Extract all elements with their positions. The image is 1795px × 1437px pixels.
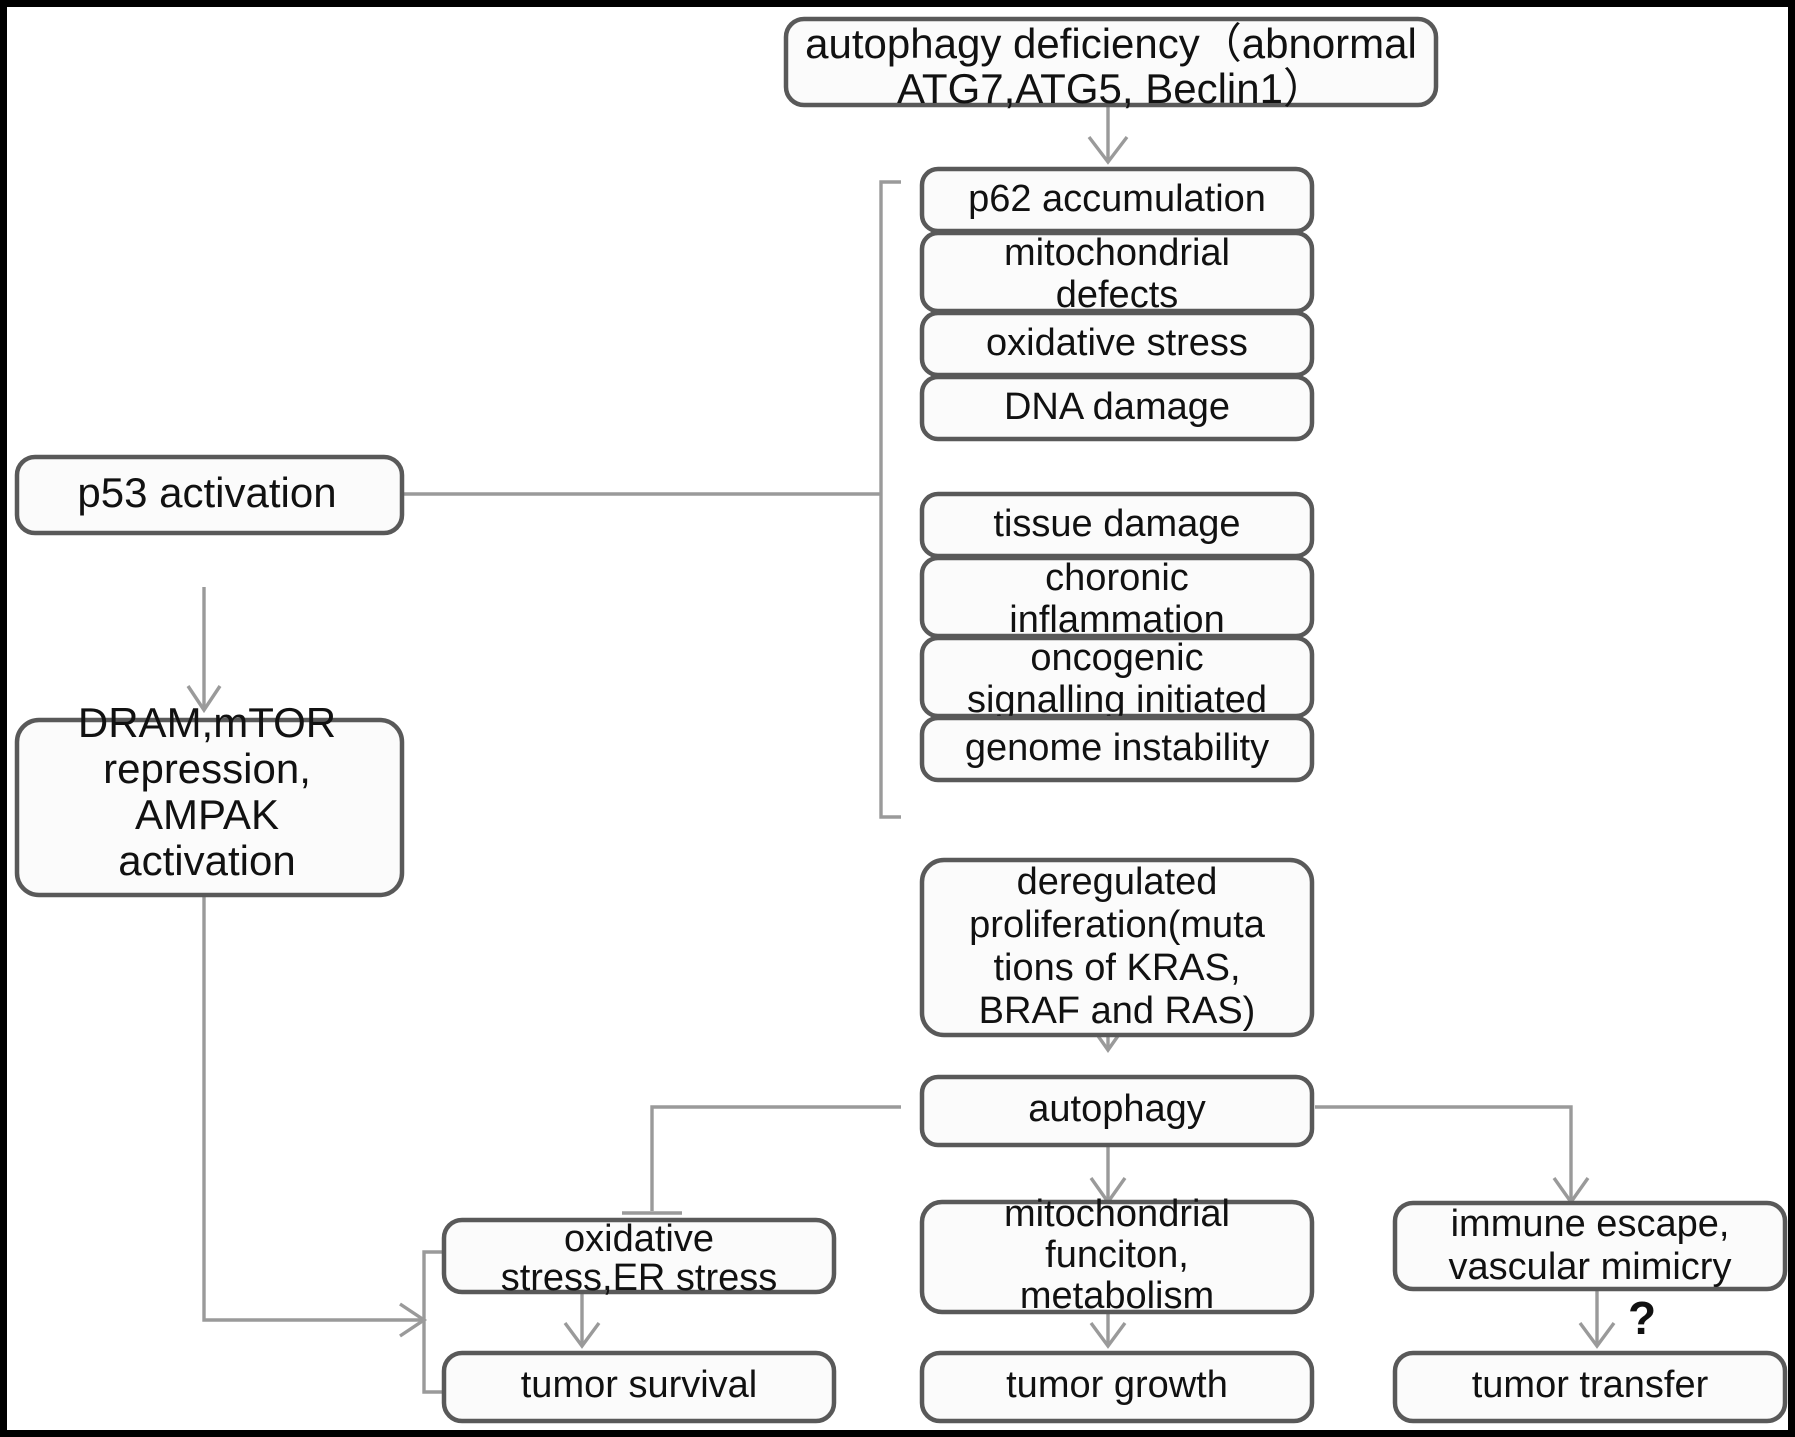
edge-deficiency-to-p62 (1087, 104, 1129, 165)
node-genome-instability-box[interactable] (919, 715, 1315, 783)
node-mitochondrial-defects-line-2: defects (1056, 274, 1179, 316)
node-genome-instability[interactable]: genome instability (919, 715, 1315, 783)
node-deregulated-proliferation-box[interactable] (919, 857, 1315, 1038)
node-autophagy-label: autophagy (1028, 1088, 1206, 1130)
edge-column-bracket-to-p53 (355, 180, 901, 819)
edge-dram-to-survival-bracket (202, 877, 428, 1338)
node-tissue-damage[interactable]: tissue damage (919, 491, 1315, 559)
edge-mitochondrial-to-tumor-growth (1089, 1310, 1127, 1349)
node-tissue-damage-label: tissue damage (993, 503, 1240, 545)
node-autophagy-deficiency-line-2: ATG7,ATG5, Beclin1） (897, 65, 1325, 112)
node-mitochondrial-function-line-3: metabolism (1020, 1275, 1214, 1317)
node-immune-escape-line-2: vascular mimicry (1449, 1246, 1732, 1288)
node-p62-accumulation[interactable]: p62 accumulation (919, 166, 1315, 234)
node-tumor-transfer[interactable]: tumor transfer (1392, 1350, 1788, 1424)
node-oxidative-er-stress[interactable]: oxidative stress,ER stress (441, 1217, 837, 1299)
pathway-flowchart: autophagy deficiency（abnormal ATG7,ATG5,… (14, 16, 1788, 1424)
node-oncogenic-signalling-line-2: signalling initiated (967, 679, 1267, 721)
node-dram-mtor[interactable]: DRAM,mTOR repression, AMPAK activation (14, 699, 405, 898)
node-tumor-transfer-box[interactable] (1392, 1350, 1788, 1424)
node-oxidative-er-stress-box[interactable] (441, 1217, 837, 1295)
node-dna-damage-label: DNA damage (1004, 386, 1230, 428)
node-oxidative-stress[interactable]: oxidative stress (919, 310, 1315, 378)
edge-p53-to-dram (186, 587, 222, 714)
node-dna-damage[interactable]: DNA damage (919, 374, 1315, 442)
node-tumor-survival-box[interactable] (441, 1350, 837, 1424)
node-chronic-inflammation-line-2: inflammation (1009, 599, 1224, 641)
edge-autophagy-to-oxidative-er-stress (622, 1105, 901, 1215)
node-oxidative-stress-label: oxidative stress (986, 322, 1248, 364)
node-autophagy-box[interactable] (919, 1074, 1315, 1148)
uncertain-question-mark: ? (1628, 1292, 1656, 1344)
node-oxidative-er-stress-line-2: stress,ER stress (501, 1257, 778, 1299)
node-dram-mtor-box[interactable] (14, 717, 405, 898)
node-dram-mtor-line-3: AMPAK (135, 791, 279, 838)
node-tumor-transfer-label: tumor transfer (1472, 1364, 1709, 1406)
node-chronic-inflammation-line-1: choronic (1045, 557, 1189, 599)
node-p53-activation-label: p53 activation (77, 469, 336, 516)
node-mitochondrial-function-line-1: mitochondrial (1004, 1193, 1230, 1235)
node-autophagy[interactable]: autophagy (919, 1074, 1315, 1148)
node-autophagy-deficiency[interactable]: autophagy deficiency（abnormal ATG7,ATG5,… (783, 16, 1439, 112)
edge-immune-escape-to-tumor-transfer (1578, 1290, 1616, 1349)
node-immune-escape-line-1: immune escape, (1451, 1203, 1730, 1245)
node-mitochondrial-defects-line-1: mitochondrial (1004, 232, 1230, 274)
node-tumor-growth[interactable]: tumor growth (919, 1350, 1315, 1424)
node-dram-mtor-line-1: DRAM,mTOR (78, 699, 336, 746)
node-oxidative-er-stress-line-1: oxidative (564, 1218, 714, 1260)
node-p53-activation[interactable]: p53 activation (14, 454, 405, 536)
node-tumor-growth-label: tumor growth (1006, 1364, 1228, 1406)
survival-bracket (422, 1250, 444, 1394)
node-genome-instability-label: genome instability (965, 727, 1269, 769)
node-deregulated-proliferation-line-1: deregulated (1017, 861, 1218, 903)
node-tumor-survival-label: tumor survival (521, 1364, 758, 1406)
node-tumor-survival[interactable]: tumor survival (441, 1350, 837, 1424)
node-p62-accumulation-label: p62 accumulation (968, 178, 1266, 220)
node-tumor-growth-box[interactable] (919, 1350, 1315, 1424)
node-dram-mtor-line-2: repression, (103, 745, 311, 792)
node-dna-damage-box[interactable] (919, 374, 1315, 442)
node-dram-mtor-line-4: activation (118, 837, 295, 884)
node-mitochondrial-function-line-2: funciton, (1045, 1234, 1189, 1276)
node-immune-escape[interactable]: immune escape, vascular mimicry (1392, 1200, 1788, 1292)
node-oncogenic-signalling[interactable]: oncogenic signalling initiated (919, 635, 1315, 721)
node-deregulated-proliferation-line-4: BRAF and RAS) (979, 990, 1256, 1032)
node-deregulated-proliferation[interactable]: deregulated proliferation(muta tions of … (919, 857, 1315, 1038)
node-autophagy-deficiency-line-1: autophagy deficiency（abnormal (805, 20, 1417, 67)
edge-autophagy-to-immune-escape (1315, 1105, 1590, 1205)
node-mitochondrial-function[interactable]: mitochondrial funciton, metabolism (919, 1193, 1315, 1317)
node-immune-escape-box[interactable] (1392, 1200, 1788, 1292)
node-mitochondrial-function-box[interactable] (919, 1199, 1315, 1315)
node-autophagy-deficiency-box[interactable] (783, 16, 1439, 108)
node-oncogenic-signalling-line-1: oncogenic (1030, 637, 1203, 679)
node-deregulated-proliferation-line-2: proliferation(muta (969, 904, 1266, 946)
node-deregulated-proliferation-line-3: tions of KRAS, (993, 947, 1240, 989)
node-p53-activation-box[interactable] (14, 454, 405, 536)
edge-oxidative-to-tumor-survival (563, 1290, 601, 1349)
node-chronic-inflammation[interactable]: choronic inflammation (919, 555, 1315, 641)
node-mitochondrial-defects[interactable]: mitochondrial defects (919, 230, 1315, 316)
